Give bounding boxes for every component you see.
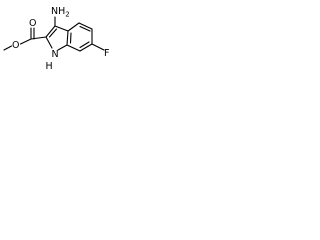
bond-c3a-c7a: [66, 30, 69, 46]
bond-n1-c2: [45, 36, 53, 49]
bond-c7a-n1: [57, 44, 68, 51]
indole-nitrogen-label: N: [52, 49, 59, 60]
indole-hydrogen-label: H: [46, 61, 53, 72]
bond-c7-c7a: [66, 44, 81, 52]
bonds: [3, 16, 105, 52]
amino-group-label: NH2: [51, 6, 70, 19]
bond-c6-c7-inner: [79, 41, 90, 49]
amino-subscript-text: 2: [65, 11, 69, 19]
bond-carbonyl-c-c2: [30, 36, 47, 40]
bond-c2-c3-inner: [48, 28, 58, 38]
bond-c3-c3a: [54, 25, 69, 32]
bond-ester-o-carbonyl-c: [19, 38, 32, 45]
bond-c3a-c7a-inner: [69, 32, 72, 44]
carbonyl-oxygen-label: O: [29, 18, 36, 29]
chemical-structure-diagram: NH2 O O N H F: [3, 6, 109, 72]
bond-c3a-c4: [67, 22, 80, 32]
bond-c4-c5: [78, 22, 93, 30]
bond-c2-c3: [45, 25, 56, 38]
fluorine-label: F: [104, 48, 109, 59]
bond-methyl-ester-o: [3, 45, 13, 51]
bond-c6-fluorine: [91, 43, 105, 51]
amino-main-text: NH: [51, 6, 65, 17]
bond-c4-c5-inner: [79, 25, 91, 32]
ester-oxygen-label: O: [12, 40, 19, 51]
atom-labels: NH2 O O N H F: [12, 6, 109, 72]
bond-c6-c7: [79, 43, 93, 52]
